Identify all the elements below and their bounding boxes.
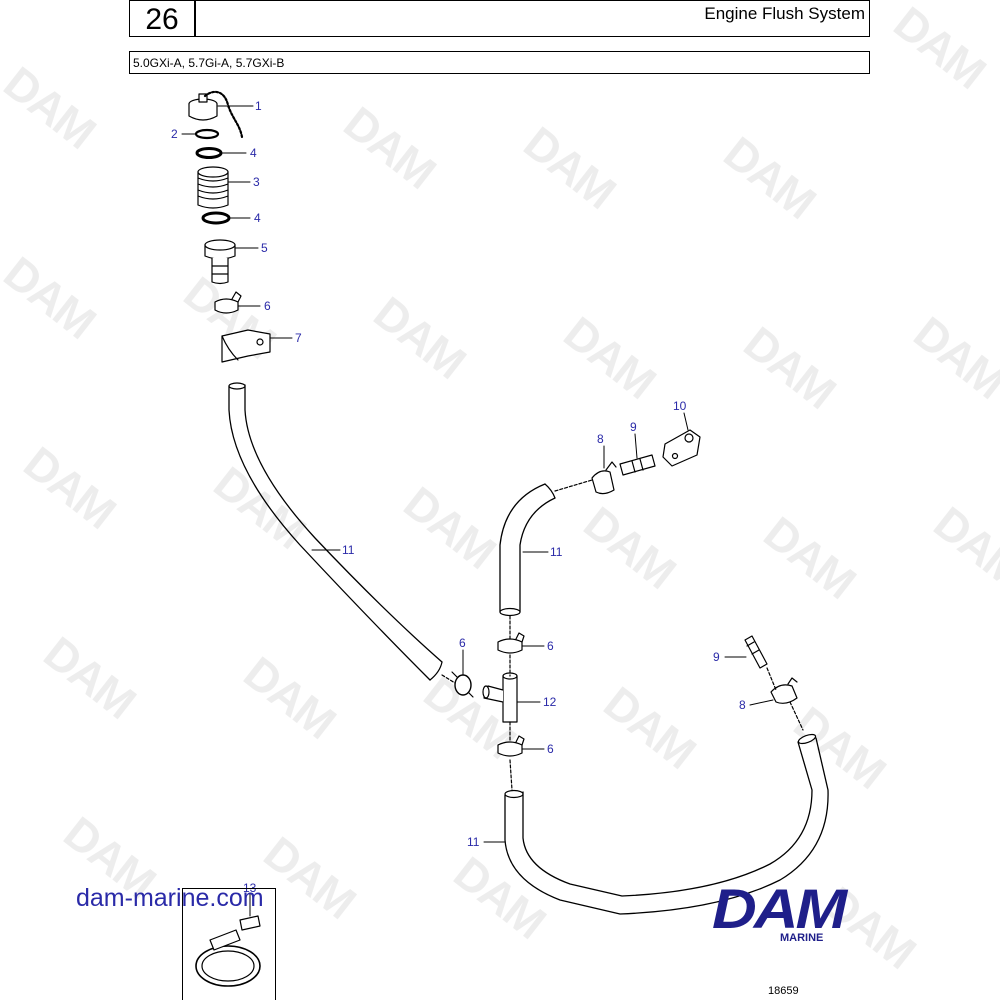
model-list: 5.0GXi-A, 5.7Gi-A, 5.7GXi-B <box>133 56 285 70</box>
hose-clamp-mid-left <box>451 671 474 698</box>
hose-bottom <box>504 733 829 915</box>
tee-fitting <box>482 672 518 723</box>
brand-subtitle: MARINE <box>780 932 824 944</box>
figure-id: 18659 <box>768 985 799 997</box>
washer-lower <box>201 211 231 225</box>
callout-11-bottom: 11 <box>467 835 480 849</box>
website-link[interactable]: dam-marine.com <box>76 884 264 912</box>
callout-9-upper: 9 <box>630 420 637 434</box>
callout-4-upper: 4 <box>250 146 257 160</box>
callout-12: 12 <box>543 695 557 709</box>
brand-logo: DAM <box>712 878 847 941</box>
drain-valve <box>662 429 701 467</box>
callout-7: 7 <box>295 331 302 345</box>
callout-6-tee-top: 6 <box>547 639 554 653</box>
hose-clamp-tee-bottom <box>497 735 525 757</box>
callout-4-lower: 4 <box>254 211 261 225</box>
hose-clamp-lower-right <box>770 677 798 704</box>
bracket-clip <box>221 329 271 363</box>
hose-left <box>228 382 443 681</box>
callout-6-tee-bottom: 6 <box>547 742 554 756</box>
models-box: 5.0GXi-A, 5.7Gi-A, 5.7GXi-B <box>129 51 870 74</box>
callout-8-upper: 8 <box>597 432 604 446</box>
hose-clamp-tee-top <box>497 632 525 654</box>
callout-6-top: 6 <box>264 299 271 313</box>
callout-11-middle: 11 <box>550 545 563 559</box>
callout-8-lower: 8 <box>739 698 746 712</box>
o-ring <box>194 128 220 140</box>
callout-1: 1 <box>255 99 262 113</box>
page-title: Engine Flush System <box>704 4 865 23</box>
cap-with-chain <box>188 90 244 139</box>
hose-upper-middle <box>499 479 593 641</box>
threaded-fitting <box>197 166 229 209</box>
nipple-lower <box>744 635 768 669</box>
inset-frame <box>182 888 276 1000</box>
callout-10: 10 <box>673 399 687 413</box>
callout-2: 2 <box>171 127 178 141</box>
nipple-upper <box>619 454 656 476</box>
title-box: Engine Flush System <box>195 0 870 37</box>
section-number: 26 <box>129 0 195 37</box>
hose-clamp-top <box>214 291 242 314</box>
callout-5: 5 <box>261 241 268 255</box>
hose-adapter <box>204 239 236 285</box>
callout-6-mid-left: 6 <box>459 636 466 650</box>
washer-upper <box>195 147 223 159</box>
callout-11-left: 11 <box>342 543 355 557</box>
inset-hose-clamp <box>195 915 261 987</box>
hose-clamp-upper-right <box>591 461 617 495</box>
callout-9-lower: 9 <box>713 650 720 664</box>
callout-3: 3 <box>253 175 260 189</box>
